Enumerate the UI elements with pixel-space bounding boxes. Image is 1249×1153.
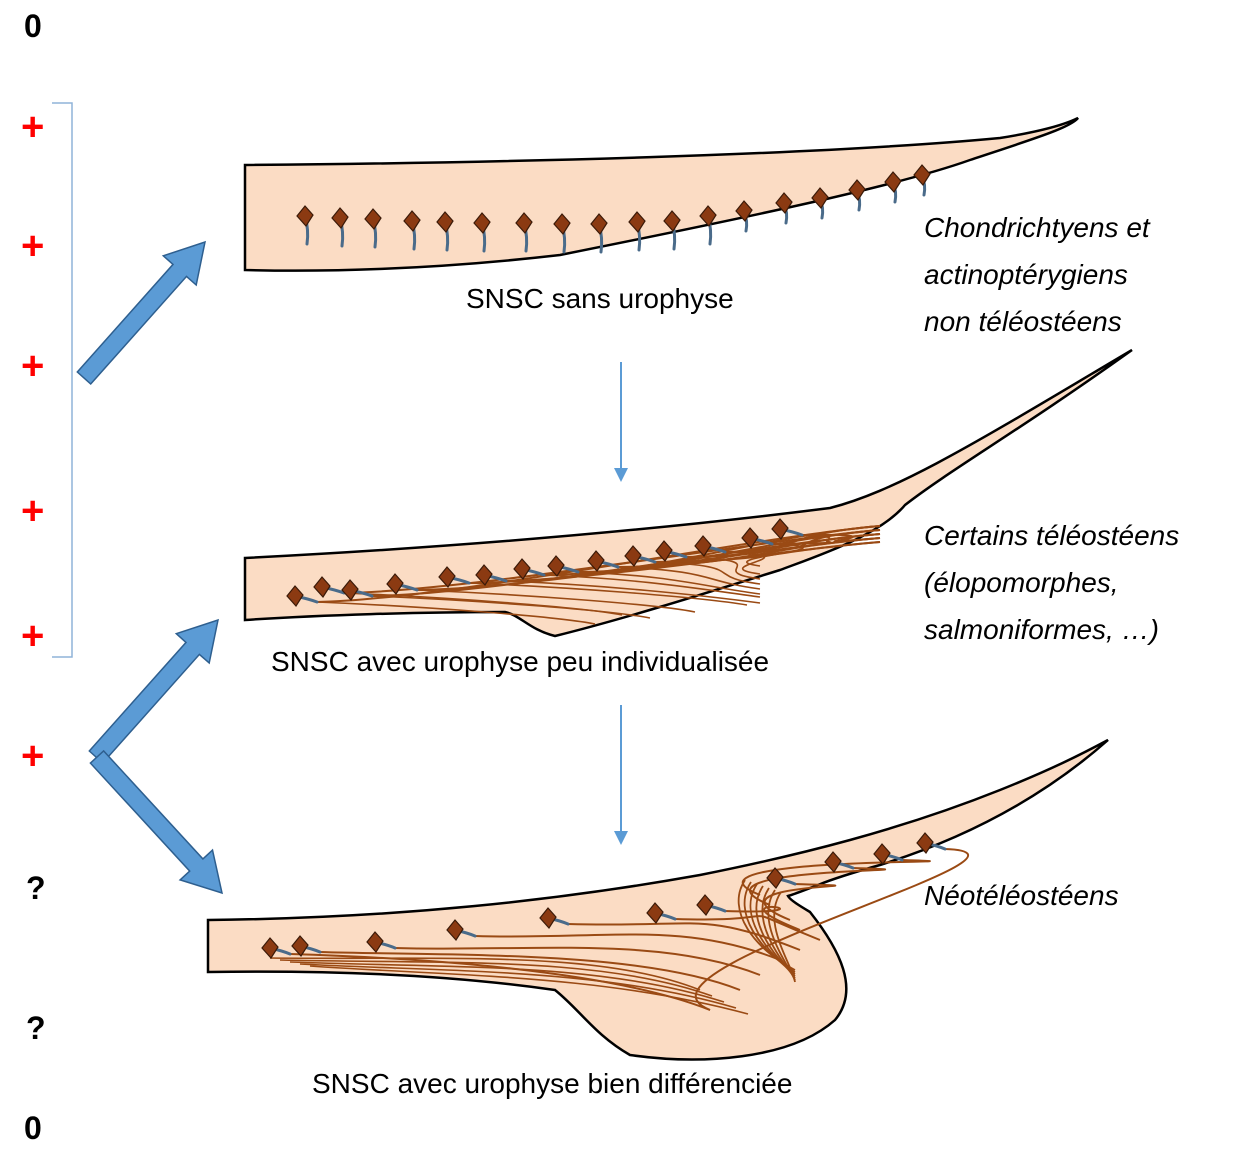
group-stage1-line2: actinoptérygiens [924, 251, 1150, 298]
group-stage1-line1: Chondrichtyens et [924, 204, 1150, 251]
side-marker-plus-2: + [21, 226, 44, 266]
caption-stage3: SNSC avec urophyse bien différenciée [312, 1068, 792, 1100]
caption-stage2: SNSC avec urophyse peu individualisée [271, 646, 769, 678]
group-label-stage2: Certains téléostéens (élopomorphes, salm… [924, 512, 1179, 653]
side-marker-question-2: ? [26, 1010, 46, 1047]
side-marker-plus-5: + [21, 616, 44, 656]
side-marker-zero-top: 0 [24, 8, 42, 45]
big-arrow-to-stage1 [77, 242, 205, 384]
big-arrow-to-stage2 [89, 620, 218, 763]
side-marker-zero-bottom: 0 [24, 1110, 42, 1147]
thin-arrow-stage2-to-3-head [614, 831, 628, 845]
side-marker-plus-6: + [21, 736, 44, 776]
caption-stage1: SNSC sans urophyse [466, 283, 734, 315]
group-stage3-line1: Néotéléostéens [924, 872, 1119, 919]
side-marker-question-1: ? [26, 870, 46, 907]
side-marker-plus-3: + [21, 346, 44, 386]
side-marker-plus-4: + [21, 491, 44, 531]
side-marker-plus-1: + [21, 107, 44, 147]
group-label-stage3: Néotéléostéens [924, 872, 1119, 919]
group-stage2-line2: (élopomorphes, [924, 559, 1179, 606]
bracket [52, 103, 72, 657]
group-stage1-line3: non téléostéens [924, 298, 1150, 345]
group-label-stage1: Chondrichtyens et actinoptérygiens non t… [924, 204, 1150, 345]
big-arrow-to-stage3 [90, 751, 222, 893]
thin-arrow-stage1-to-2-head [614, 468, 628, 482]
group-stage2-line3: salmoniformes, …) [924, 606, 1179, 653]
group-stage2-line1: Certains téléostéens [924, 512, 1179, 559]
